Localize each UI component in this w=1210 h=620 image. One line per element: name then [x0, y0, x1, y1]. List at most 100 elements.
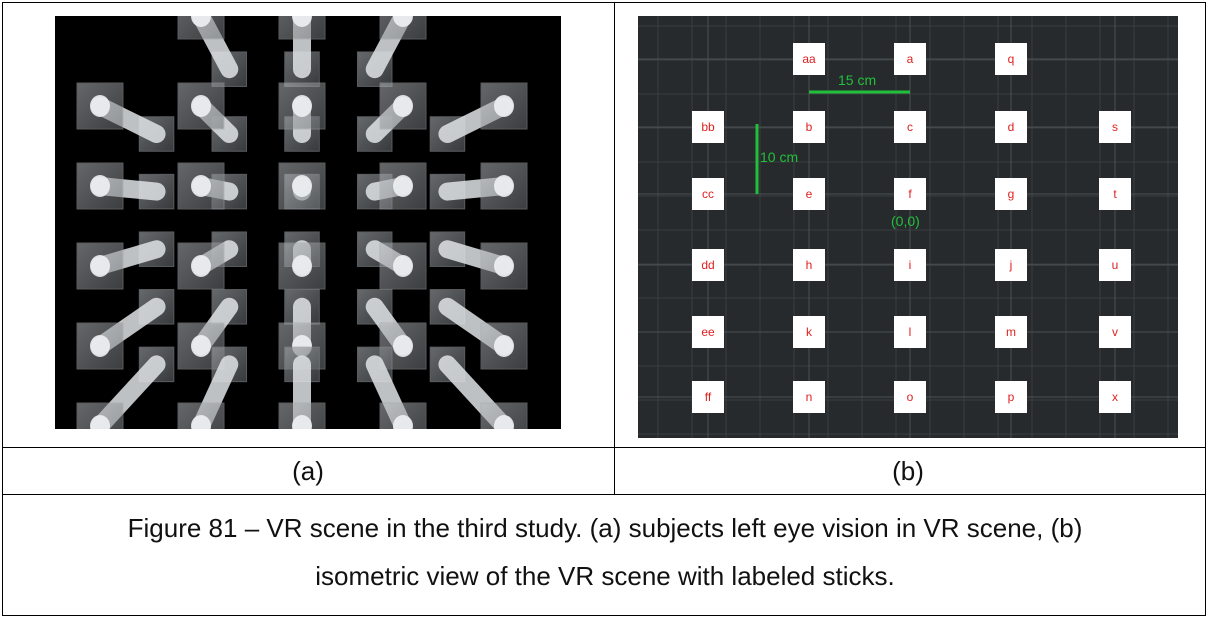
stick-marker — [894, 316, 926, 348]
stick-marker — [692, 381, 724, 413]
stick-marker — [793, 381, 825, 413]
stick-marker — [894, 43, 926, 75]
vr-cylinder-cap — [191, 415, 211, 429]
stick-marker — [692, 111, 724, 143]
stick-marker — [1099, 249, 1131, 281]
vr-stick — [429, 162, 528, 210]
vr-stick — [429, 82, 528, 152]
stick-marker — [692, 316, 724, 348]
vr-stick — [278, 82, 326, 152]
vr-stick — [278, 16, 326, 87]
vr-stick — [429, 346, 528, 429]
vr-stick — [429, 289, 528, 370]
vr-cylinder-cap — [292, 255, 312, 277]
stick-label: t — [1113, 187, 1117, 201]
vr-cylinder-cap — [494, 415, 514, 429]
vr-stick — [177, 16, 248, 87]
origin-label: (0,0) — [891, 213, 920, 229]
vr-box-near — [379, 16, 427, 40]
stick-u: u — [1099, 249, 1131, 281]
stick-ee: ee — [692, 316, 724, 348]
stick-marker — [995, 178, 1027, 210]
vr-cylinder-cap — [90, 415, 110, 429]
vr-cylinder-cap — [191, 95, 211, 117]
vr-cylinder-cap — [191, 255, 211, 277]
vr-cylinder-cap — [494, 255, 514, 277]
stick-e: e — [793, 178, 825, 210]
vr-stick — [177, 346, 248, 429]
stick-label: ee — [701, 325, 715, 339]
stick-label: i — [909, 258, 912, 272]
row-divider-top — [2, 447, 1206, 448]
vr-stick — [278, 162, 326, 210]
stick-label: j — [1009, 258, 1013, 272]
stick-label: e — [806, 187, 813, 201]
vr-cylinder-cap — [393, 16, 413, 27]
vr-cylinder-cap — [292, 415, 312, 429]
vr-stick — [356, 231, 427, 290]
subfigure-label-a: (a) — [292, 456, 324, 486]
vr-cylinder-cap — [292, 95, 312, 117]
stick-marker — [995, 316, 1027, 348]
vr-cylinder-cap — [494, 175, 514, 197]
column-divider — [614, 2, 615, 495]
stick-label: a — [907, 52, 914, 66]
vr-stick — [76, 82, 175, 152]
vr-cylinder-cap — [90, 95, 110, 117]
stick-marker — [1099, 381, 1131, 413]
vr-stick — [76, 162, 175, 210]
stick-p: p — [995, 381, 1027, 413]
stick-label: aa — [802, 52, 816, 66]
vr-cylinder-cap — [393, 175, 413, 197]
stick-marker — [692, 178, 724, 210]
stick-n: n — [793, 381, 825, 413]
vr-cylinder-cap — [90, 335, 110, 357]
vr-box-near — [480, 322, 528, 370]
subfigure-label-b: (b) — [892, 456, 924, 486]
vr-stick — [356, 162, 427, 210]
stick-marker — [894, 111, 926, 143]
stick-marker — [1099, 316, 1131, 348]
stick-label: u — [1112, 258, 1119, 272]
vr-cylinder-cap — [494, 335, 514, 357]
stick-marker — [793, 111, 825, 143]
stick-label: c — [907, 120, 913, 134]
vr-stick — [177, 231, 248, 290]
vr-cylinder-cap — [292, 175, 312, 197]
stick-bb: bb — [692, 111, 724, 143]
stick-marker — [995, 111, 1027, 143]
stick-label: q — [1008, 52, 1015, 66]
stick-marker — [692, 249, 724, 281]
stick-marker — [1099, 111, 1131, 143]
vr-stick — [76, 231, 175, 290]
stick-label: h — [806, 258, 813, 272]
vr-cylinder-cap — [393, 255, 413, 277]
stick-marker — [894, 381, 926, 413]
vr-stick — [278, 346, 326, 429]
stick-ff: ff — [692, 381, 724, 413]
figure-caption-line-1: Figure 81 – VR scene in the third study.… — [127, 513, 1083, 543]
vr-cylinder-cap — [191, 335, 211, 357]
left-eye-scene — [76, 16, 528, 429]
stick-label: l — [909, 325, 912, 339]
stick-aa: aa — [793, 43, 825, 75]
stick-k: k — [793, 316, 825, 348]
vr-stick — [356, 16, 427, 87]
stick-g: g — [995, 178, 1027, 210]
stick-label: f — [908, 187, 912, 201]
stick-label: p — [1008, 390, 1015, 404]
stick-label: n — [806, 390, 813, 404]
stick-label: v — [1112, 325, 1118, 339]
stick-m: m — [995, 316, 1027, 348]
stick-label: dd — [701, 258, 714, 272]
stick-x: x — [1099, 381, 1131, 413]
stick-a: a — [894, 43, 926, 75]
stick-label: k — [806, 325, 813, 339]
stick-q: q — [995, 43, 1027, 75]
stick-marker — [1099, 178, 1131, 210]
vr-box-near — [278, 16, 326, 40]
vr-cylinder-cap — [393, 415, 413, 429]
